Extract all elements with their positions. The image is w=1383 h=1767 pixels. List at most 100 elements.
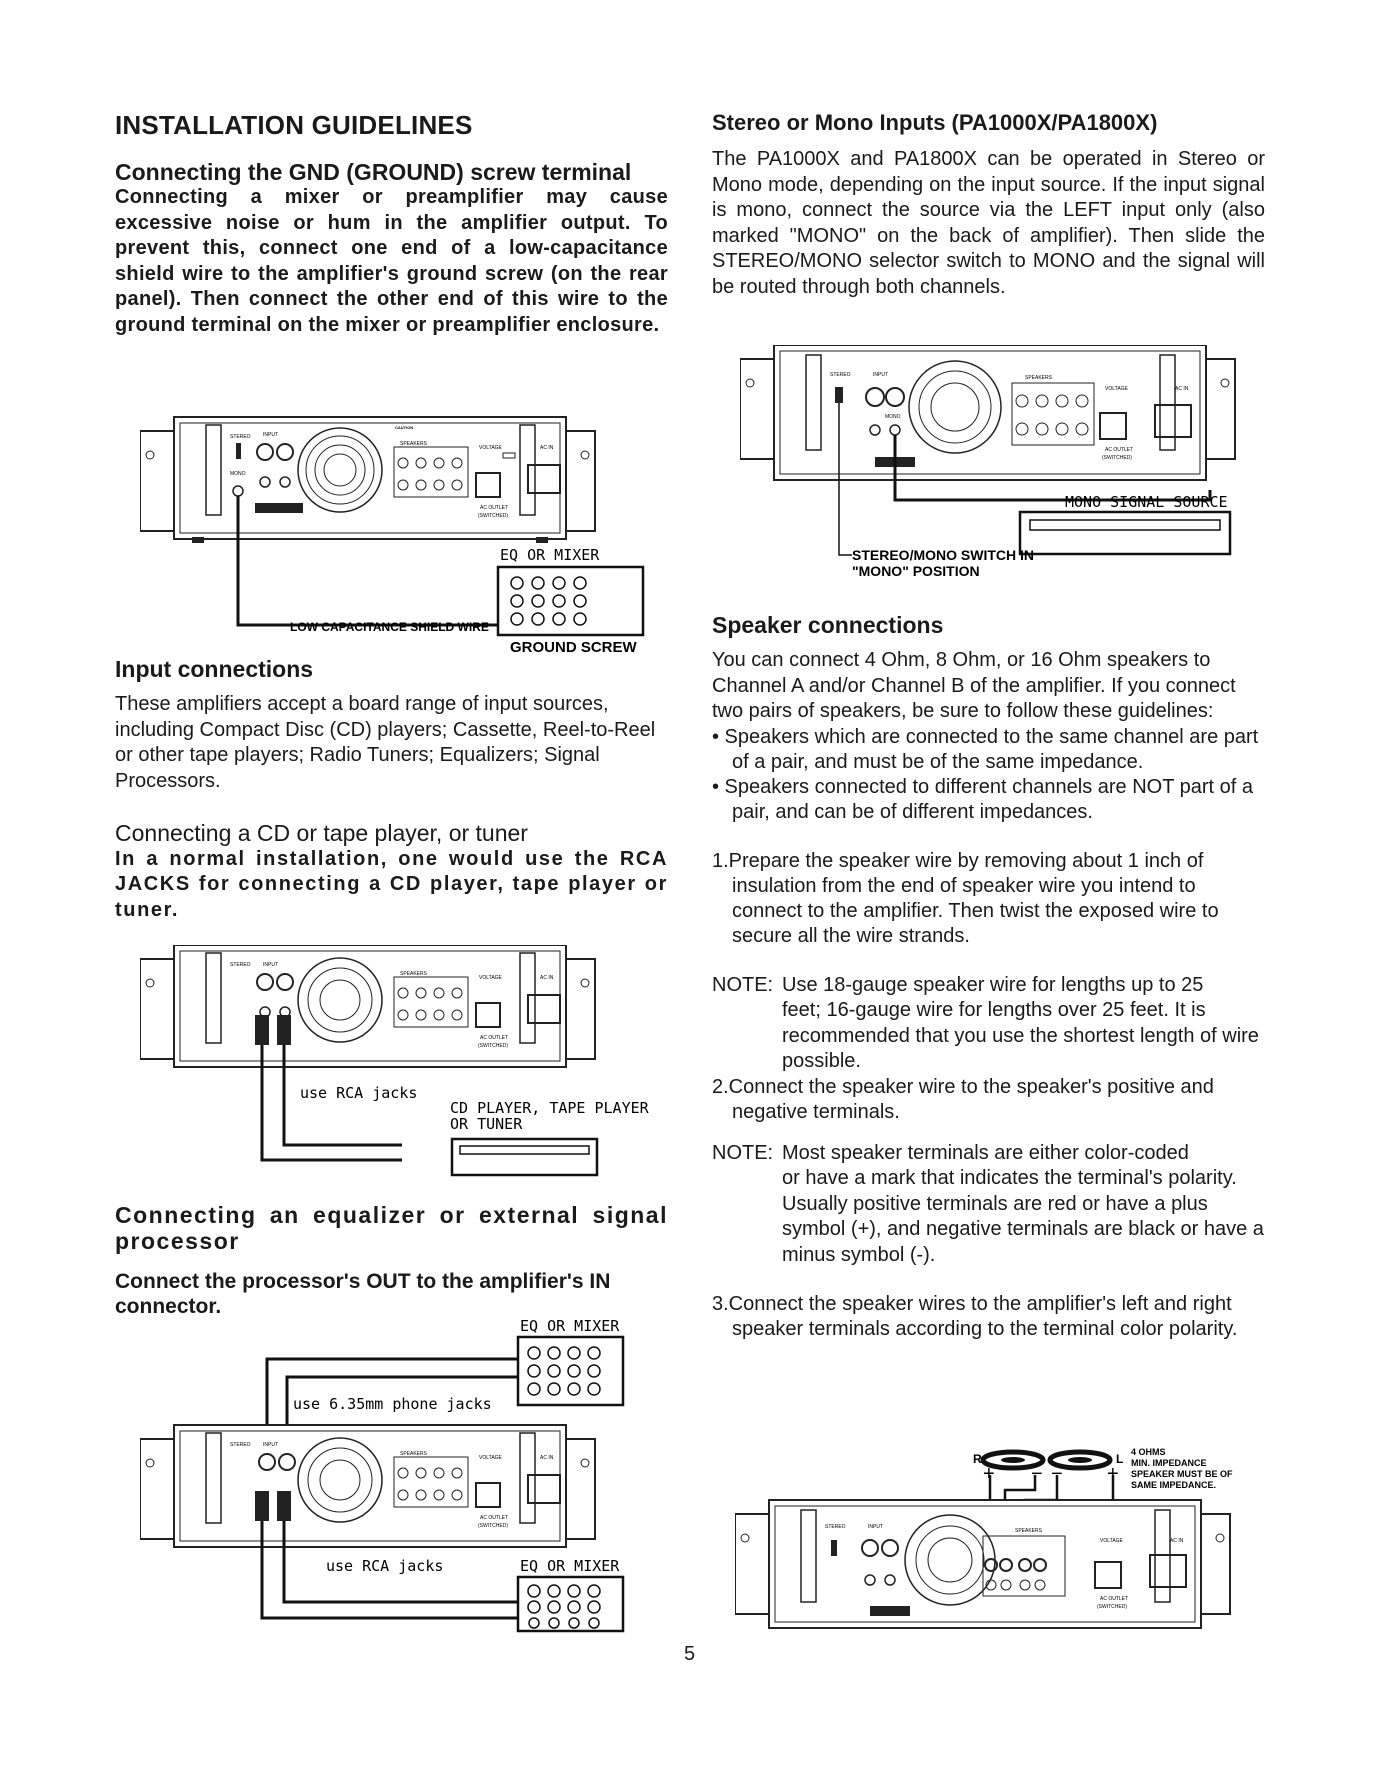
- ac-in-socket-icon: [527, 464, 561, 494]
- eq-mixer-box: [496, 565, 645, 637]
- panel-switched-label: (SWITCHED): [478, 513, 508, 519]
- mono-source-label: MONO SIGNAL SOURCE: [1065, 493, 1228, 511]
- panel-speakers-label: SPEAKERS: [400, 971, 428, 977]
- ac-in-socket-icon: [527, 1474, 561, 1504]
- shield-wire-label: LOW CAPACITANCE SHIELD WIRE: [290, 620, 489, 634]
- amplifier-rear-panel: STEREO INPUT SPEAKERS VOLTAGE AC IN AC O…: [735, 1499, 1231, 1629]
- figure-speakers: R L + − − + 4 OHMS MIN. IMPEDANCE SPEAKE…: [735, 1447, 1233, 1629]
- ac-in-socket-icon: [1149, 1554, 1187, 1588]
- panel-voltage-label: VOLTAGE: [479, 975, 503, 981]
- switch-label-2: "MONO" POSITION: [852, 563, 980, 579]
- speaker-intro: You can connect 4 Ohm, 8 Ohm, or 16 Ohm …: [712, 649, 1236, 723]
- rca-cable-right: [282, 1521, 518, 1604]
- right-column: Stereo or Mono Inputs (PA1000X/PA1800X) …: [712, 110, 1265, 300]
- plus-icon: +: [1107, 1463, 1119, 1485]
- rca-plugs-icon: [255, 1015, 291, 1045]
- note-2: NOTE:Most speaker terminals are either c…: [712, 1141, 1265, 1269]
- eq-bottom-label: EQ OR MIXER: [520, 1557, 620, 1575]
- panel-voltage-label: VOLTAGE: [1100, 1538, 1124, 1544]
- panel-speakers-label: SPEAKERS: [1015, 1528, 1043, 1534]
- ground-screw-label: GROUND SCREW: [510, 639, 638, 656]
- panel-voltage-label: VOLTAGE: [479, 1455, 503, 1461]
- speaker-l-label: L: [1116, 1452, 1123, 1466]
- mono-cable: [893, 435, 1212, 502]
- amplifier-rear-panel: STEREO INPUT SPEAKERS VOLTAGE AC IN AC O…: [140, 1424, 596, 1548]
- ac-outlet-icon: [475, 1002, 501, 1028]
- step-3: 3.Connect the speaker wires to the ampli…: [712, 1293, 1238, 1341]
- panel-ac-in-label: AC IN: [540, 975, 554, 981]
- stereo-heading: Stereo or Mono Inputs (PA1000X/PA1800X): [712, 110, 1158, 135]
- impedance-label-3: SPEAKER MUST BE OF: [1131, 1469, 1233, 1479]
- eq-mixer-label: EQ OR MIXER: [500, 546, 600, 564]
- stereo-body: The PA1000X and PA1800X can be operated …: [712, 148, 1265, 298]
- panel-speakers-label: SPEAKERS: [1025, 375, 1053, 381]
- panel-mono-label: MONO: [230, 471, 246, 477]
- amplifier-rear-panel: STEREO INPUT MONO SPEAKERS VOLTAGE AC IN…: [740, 345, 1236, 481]
- panel-ac-in-label: AC IN: [1170, 1538, 1184, 1544]
- ac-in-socket-icon: [1154, 404, 1192, 438]
- rca-bottom-label: use RCA jacks: [326, 1557, 443, 1575]
- panel-ac-in-label: AC IN: [540, 1455, 554, 1461]
- panel-switched-label: (SWITCHED): [1102, 455, 1132, 461]
- ac-outlet-icon: [475, 472, 501, 498]
- input-heading: Input connections: [115, 656, 314, 682]
- panel-switched-label: (SWITCHED): [478, 1043, 508, 1049]
- figure-rca-cd: STEREO INPUT SPEAKERS VOLTAGE AC IN AC O…: [140, 945, 650, 1177]
- panel-stereo-label: STEREO: [830, 372, 851, 378]
- note-label: NOTE:: [712, 1141, 774, 1164]
- amplifier-rear-panel: STEREO INPUT SPEAKERS VOLTAGE AC IN AC O…: [140, 945, 596, 1068]
- stereo-mono-switch: [835, 387, 843, 403]
- phone-jack-label: use 6.35mm phone jacks: [293, 1395, 492, 1413]
- panel-stereo-label: STEREO: [230, 962, 251, 968]
- fan-icon: [908, 360, 1002, 454]
- ac-outlet-icon: [1099, 412, 1127, 440]
- phone-cable-right: [285, 1375, 518, 1435]
- impedance-label-4: SAME IMPEDANCE.: [1131, 1480, 1216, 1490]
- input-body: These amplifiers accept a board range of…: [115, 693, 656, 792]
- speaker-section: Speaker connections You can connect 4 Oh…: [712, 612, 1265, 1342]
- panel-ac-outlet-label: AC OUTLET: [480, 1515, 508, 1521]
- minus-icon: −: [1031, 1463, 1043, 1485]
- eq-heading: Connecting an equalizer or external sign…: [115, 1202, 668, 1255]
- step-1: 1.Prepare the speaker wire by removing a…: [712, 849, 1219, 947]
- cd-player-box: [450, 1137, 599, 1177]
- ac-in-socket-icon: [527, 994, 561, 1024]
- panel-input-label: INPUT: [263, 432, 278, 438]
- fan-icon: [297, 427, 383, 513]
- note-label: NOTE:: [712, 973, 774, 996]
- page-title: INSTALLATION GUIDELINES: [115, 110, 473, 140]
- note-text: or have a mark that indicates the termin…: [782, 1167, 1264, 1266]
- gnd-heading: Connecting the GND (GROUND) screw termin…: [115, 159, 632, 185]
- panel-ac-outlet-label: AC OUTLET: [1105, 447, 1133, 453]
- impedance-label-2: MIN. IMPEDANCE: [1131, 1458, 1207, 1468]
- panel-voltage-label: VOLTAGE: [1105, 386, 1129, 392]
- panel-stereo-label: STEREO: [230, 1442, 251, 1448]
- panel-stereo-label: STEREO: [230, 434, 251, 440]
- panel-input-label: INPUT: [868, 1524, 883, 1530]
- rca-cable-right: [282, 1045, 402, 1147]
- ac-outlet-icon: [1094, 1561, 1122, 1589]
- panel-ac-in-label: AC IN: [540, 445, 554, 451]
- rca-label: use RCA jacks: [300, 1084, 417, 1102]
- panel-ac-outlet-label: AC OUTLET: [480, 1035, 508, 1041]
- panel-input-label: INPUT: [263, 962, 278, 968]
- eq-body: Connect the processor's OUT to the ampli…: [115, 1269, 611, 1319]
- cd-body: In a normal installation, one would use …: [115, 847, 668, 921]
- rca-cable-left: [260, 1521, 518, 1620]
- figure-mono-input: STEREO INPUT MONO SPEAKERS VOLTAGE AC IN…: [740, 345, 1236, 579]
- eq-top-label: EQ OR MIXER: [520, 1317, 620, 1335]
- panel-speakers-label: SPEAKERS: [400, 1451, 428, 1457]
- panel-stereo-label: STEREO: [825, 1524, 846, 1530]
- cd-heading: Connecting a CD or tape player, or tuner: [115, 820, 528, 847]
- panel-mono-label: MONO: [885, 414, 901, 420]
- speaker-heading: Speaker connections: [712, 612, 944, 638]
- list-item: • Speakers connected to different channe…: [712, 775, 1254, 823]
- note-1: NOTE: Use 18-gauge speaker wire for lengt…: [712, 973, 1265, 1075]
- panel-input-label: INPUT: [263, 1442, 278, 1448]
- ac-outlet-icon: [475, 1482, 501, 1508]
- figure-ground-wire: STEREO MONO INPUT CAUTION SPEAKERS VOLTA…: [140, 416, 645, 656]
- note-text: Use 18-gauge speaker wire for lengths up…: [782, 973, 1204, 996]
- left-column: INSTALLATION GUIDELINES Connecting the G…: [115, 110, 668, 338]
- fan-icon: [297, 1437, 383, 1523]
- panel-caution-label: CAUTION: [395, 425, 413, 430]
